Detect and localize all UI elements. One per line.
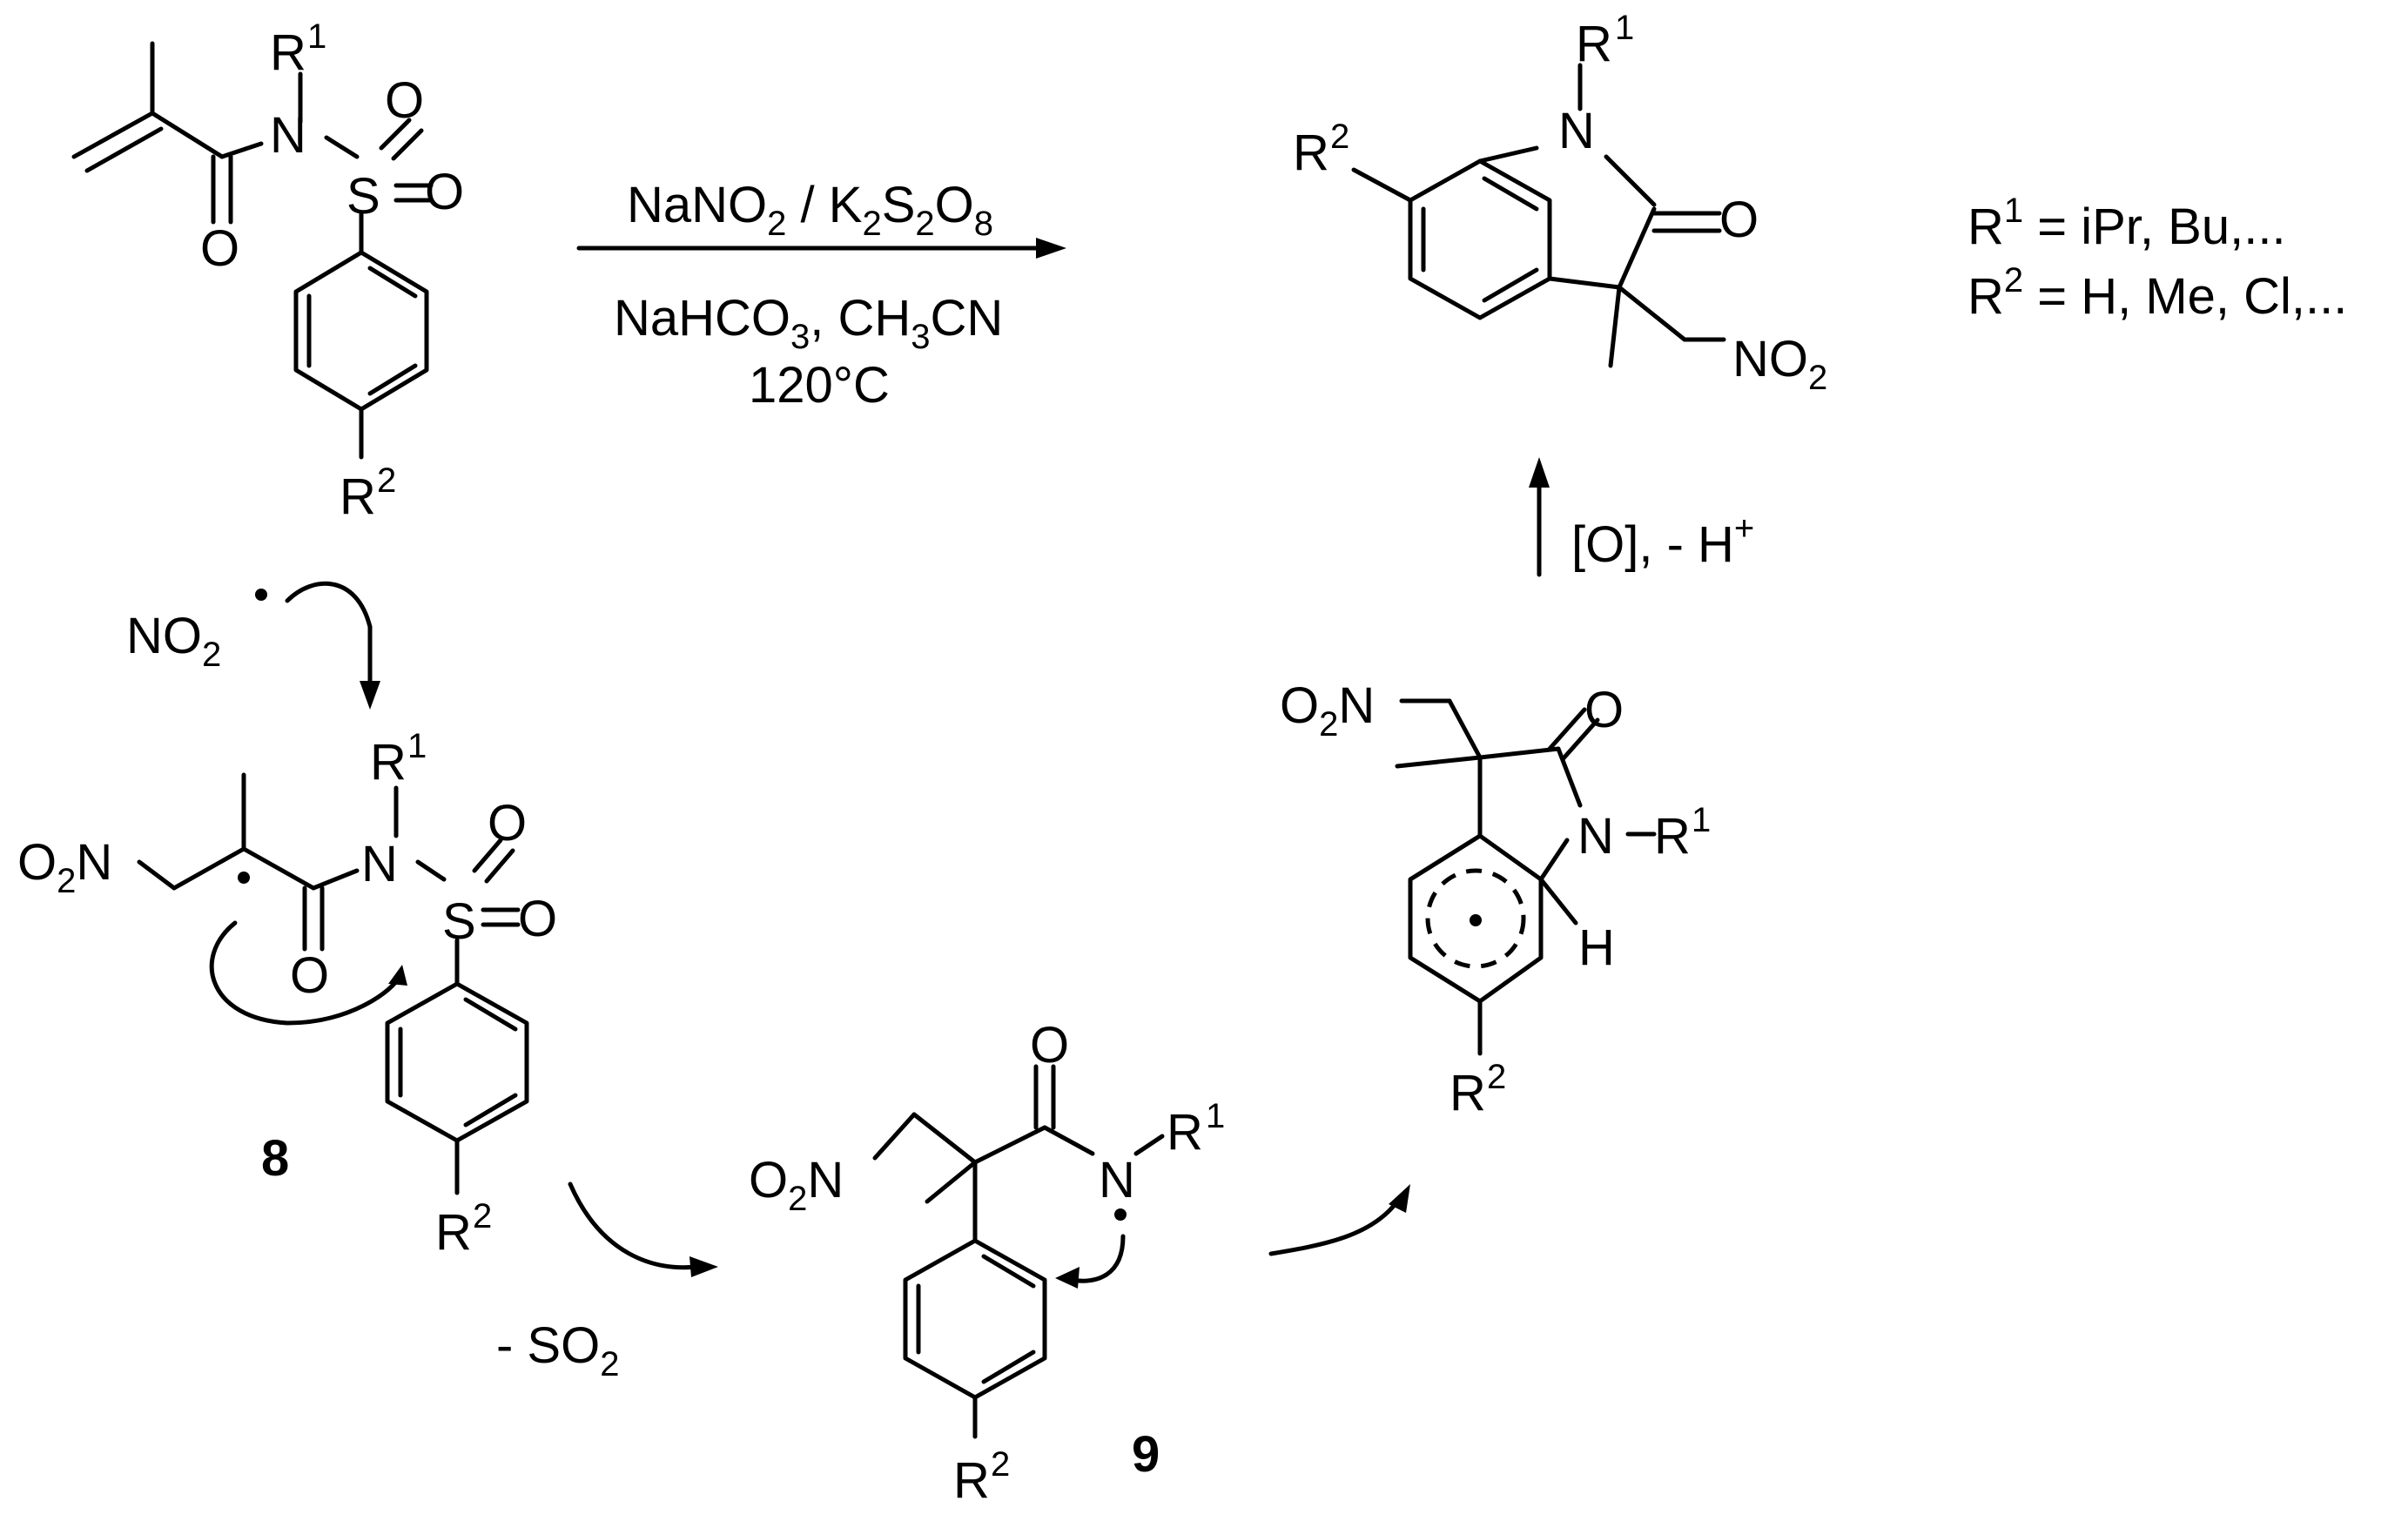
sup-2: 2 bbox=[1487, 1058, 1506, 1096]
atom-R: R bbox=[270, 24, 306, 81]
atom-O: O bbox=[1030, 1017, 1069, 1074]
o2n-group: O2N bbox=[1280, 677, 1375, 744]
atom-N: N bbox=[1558, 103, 1595, 159]
nitro-group: NO2 bbox=[1732, 331, 1827, 397]
atom-O: O bbox=[488, 795, 527, 852]
atom-R: R bbox=[1450, 1065, 1486, 1121]
curved-arrow bbox=[285, 581, 373, 629]
atom-R: R bbox=[340, 468, 376, 525]
compound-label-8: 8 bbox=[261, 1130, 289, 1187]
sup-1: 1 bbox=[307, 17, 326, 56]
compound-label-9: 9 bbox=[1132, 1426, 1160, 1483]
product-oxindole: N R 1 O R 2 NO2 bbox=[1293, 9, 1827, 397]
atom-R: R bbox=[370, 734, 407, 791]
atom-N: N bbox=[1099, 1152, 1135, 1208]
atom-O: O bbox=[425, 164, 464, 220]
reagents-line-3: 120°C bbox=[749, 357, 890, 414]
o2n-group: O2N bbox=[749, 1152, 844, 1218]
radical-dot bbox=[238, 872, 250, 884]
atom-O: O bbox=[385, 72, 424, 129]
atom-S: S bbox=[442, 893, 476, 950]
atom-R: R bbox=[435, 1204, 472, 1261]
atom-R: R bbox=[953, 1452, 990, 1509]
sup-2: 2 bbox=[377, 461, 396, 500]
radical-dot bbox=[1470, 914, 1482, 926]
curved-arrow bbox=[1068, 1234, 1126, 1283]
atom-O: O bbox=[1719, 192, 1759, 248]
so2-loss-label: - SO2 bbox=[496, 1317, 619, 1383]
radical-dot bbox=[1114, 1208, 1127, 1221]
oxidation-label: [O], - H+ bbox=[1571, 509, 1754, 573]
intermediate-9: O2N O N R 1 R 2 bbox=[749, 1017, 1225, 1509]
atom-R: R bbox=[1576, 16, 1612, 72]
atom-H: H bbox=[1578, 919, 1615, 976]
atom-O: O bbox=[200, 220, 239, 277]
atom-R: R bbox=[1654, 808, 1691, 865]
no2-radical: NO2 bbox=[126, 608, 221, 674]
sup-1: 1 bbox=[1692, 801, 1711, 839]
oxidation-arrow bbox=[1529, 457, 1550, 577]
atom-O: O bbox=[518, 891, 557, 947]
sup-2: 2 bbox=[1330, 118, 1349, 156]
cyclized-radical-intermediate: O2N O N R 1 H R 2 bbox=[1280, 677, 1711, 1121]
radical-delocalization-ring bbox=[1425, 868, 1526, 969]
atom-O: O bbox=[1584, 682, 1624, 738]
atom-R: R bbox=[1167, 1104, 1203, 1161]
atom-R: R bbox=[1293, 125, 1329, 181]
atom-N: N bbox=[361, 836, 398, 892]
radical-dot bbox=[255, 589, 267, 601]
reagents-line-1: NaNO2 / K2S2O8 bbox=[627, 177, 993, 243]
reagents-line-2: NaHCO3, CH3CN bbox=[614, 290, 1003, 356]
sup-1: 1 bbox=[1615, 9, 1634, 47]
reaction-arrow bbox=[576, 238, 1066, 259]
atom-S: S bbox=[346, 168, 380, 225]
curved-arrow bbox=[568, 1181, 699, 1270]
o2n-group: O2N bbox=[17, 834, 112, 900]
curved-arrow bbox=[209, 920, 403, 1026]
r1-definition: R1 = iPr, Bu,... bbox=[1967, 192, 2286, 255]
sup-1: 1 bbox=[407, 727, 427, 765]
curved-arrow bbox=[1268, 1199, 1400, 1256]
atom-N: N bbox=[1577, 808, 1614, 865]
sup-2: 2 bbox=[473, 1197, 492, 1235]
starting-material: O N R 1 S O O R 2 bbox=[71, 17, 464, 525]
intermediate-8: O2N O N R 1 S O O R 2 bbox=[17, 727, 557, 1261]
sup-1: 1 bbox=[1206, 1097, 1225, 1135]
atom-N: N bbox=[270, 107, 306, 164]
atom-O: O bbox=[290, 947, 329, 1004]
sup-2: 2 bbox=[991, 1445, 1010, 1484]
r2-definition: R2 = H, Me, Cl,... bbox=[1967, 261, 2347, 325]
